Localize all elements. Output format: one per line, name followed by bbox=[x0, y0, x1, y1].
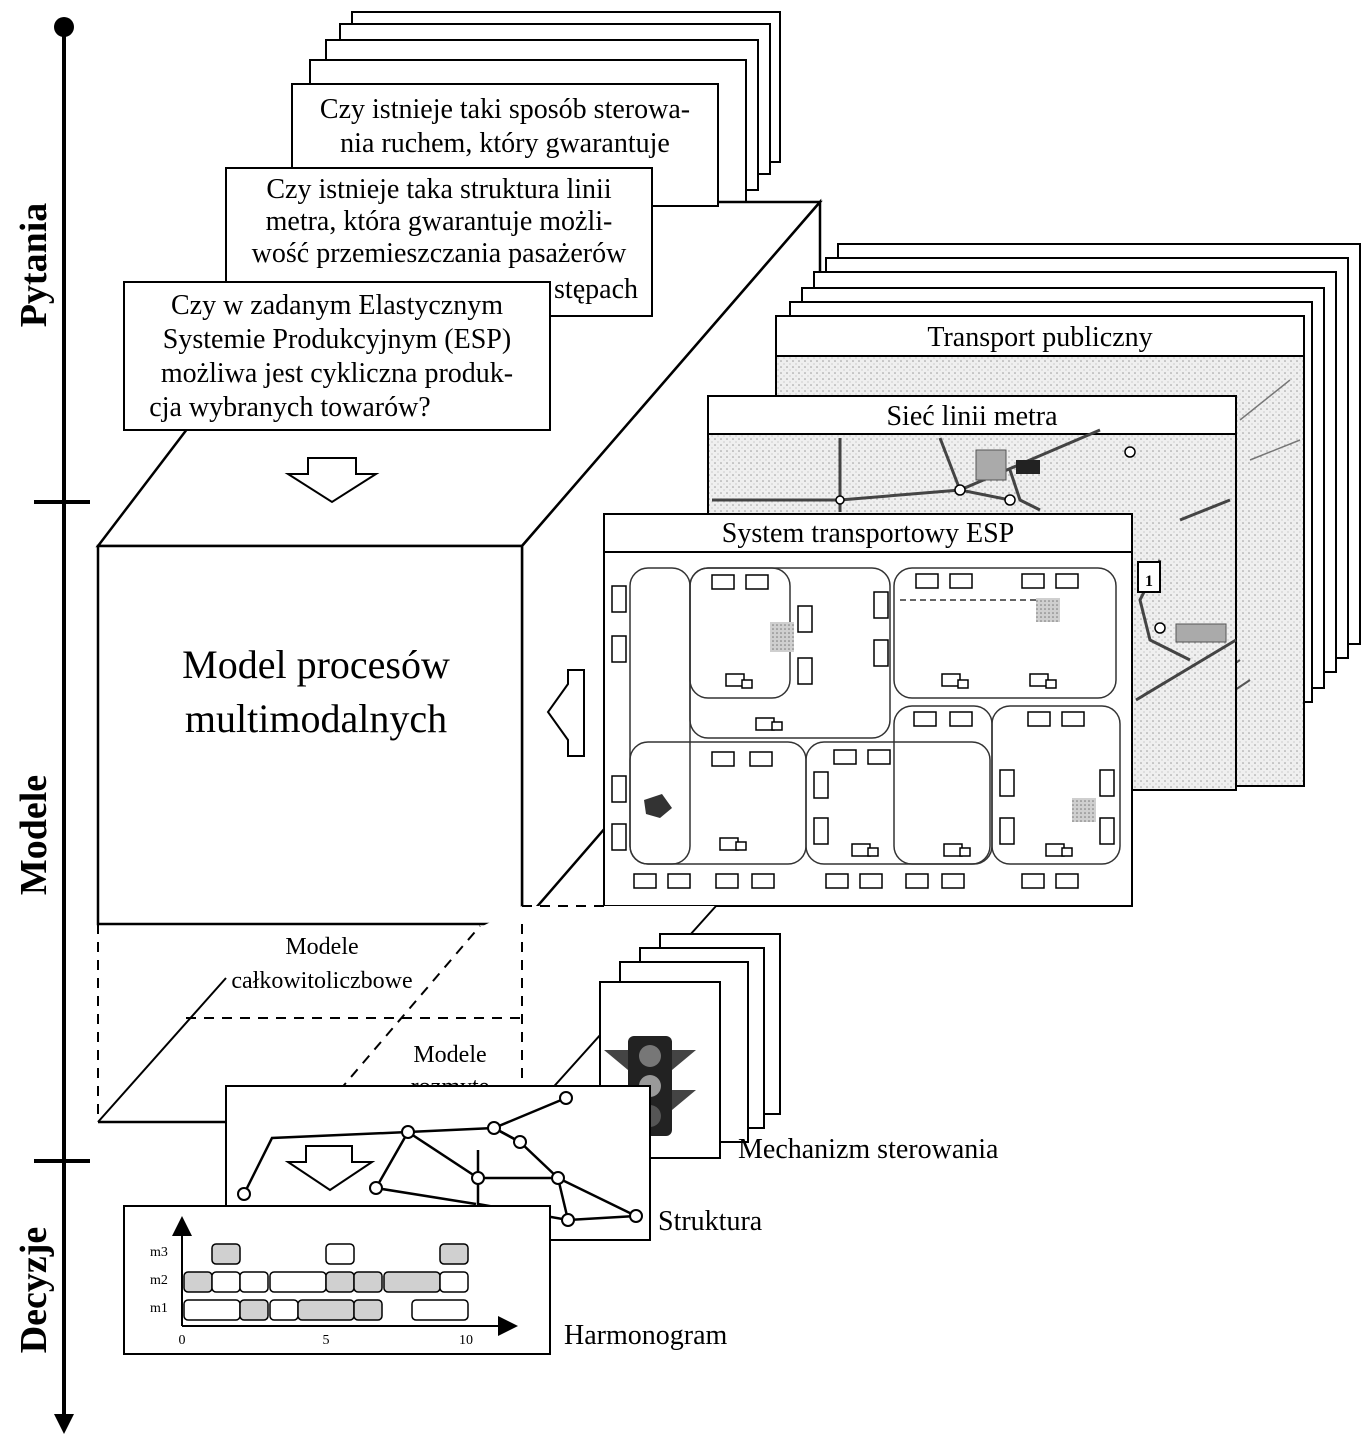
gantt-tick-0: 0 bbox=[179, 1333, 186, 1348]
question-box-3: Czy w zadanym Elastycznym Systemie Produ… bbox=[124, 282, 550, 430]
gantt-row-m2: m2 bbox=[150, 1273, 168, 1288]
model-title-line2: multimodalnych bbox=[185, 696, 447, 741]
fuzzy-models-line1: Modele bbox=[413, 1042, 486, 1068]
structure-label: Struktura bbox=[658, 1206, 763, 1237]
axis-label-pytania: Pytania bbox=[13, 203, 55, 328]
mechanism-stack: Mechanizm sterowania bbox=[600, 934, 999, 1165]
gantt-row-m3: m3 bbox=[150, 1245, 168, 1260]
question-2-line4: stępach bbox=[554, 274, 638, 305]
integer-models-line1: Modele bbox=[285, 934, 358, 960]
question-1-line1: Czy istnieje taki sposób sterowa- bbox=[320, 94, 690, 125]
gantt-row-m1: m1 bbox=[150, 1301, 168, 1316]
metro-line-marker: 1 bbox=[1145, 573, 1153, 590]
panel-transport-title: Transport publiczny bbox=[927, 322, 1152, 353]
question-3-line1: Czy w zadanym Elastycznym bbox=[171, 290, 503, 321]
question-1-line2: nia ruchem, który gwarantuje bbox=[340, 128, 670, 159]
axis-label-modele: Modele bbox=[13, 775, 55, 895]
question-3-line2: Systemie Produkcyjnym (ESP) bbox=[163, 324, 511, 355]
question-2-line3: wość przemieszczania pasażerów bbox=[252, 238, 627, 269]
gantt-tick-10: 10 bbox=[459, 1333, 473, 1348]
axis-arrow-icon bbox=[54, 1414, 74, 1434]
model-title-line1: Model procesów bbox=[182, 642, 450, 687]
question-3-line4: cja wybranych towarów? bbox=[149, 392, 430, 423]
mechanism-label: Mechanizm sterowania bbox=[738, 1134, 999, 1165]
panel-esp-title: System transportowy ESP bbox=[722, 518, 1014, 549]
gantt-tick-5: 5 bbox=[323, 1333, 330, 1348]
integer-models-line2: całkowitoliczbowe bbox=[231, 968, 412, 994]
question-2-line2: metra, która gwarantuje możli- bbox=[266, 206, 613, 237]
question-3-line3: możliwa jest cykliczna produk- bbox=[161, 358, 513, 389]
panel-metro-title: Sieć linii metra bbox=[886, 401, 1058, 432]
panel-esp: System transportowy ESP bbox=[604, 514, 1132, 906]
timeline-axis: Pytania Modele Decyzje bbox=[13, 17, 90, 1434]
schedule-label: Harmonogram bbox=[564, 1320, 728, 1351]
question-2-line1: Czy istnieje taka struktura linii bbox=[266, 174, 611, 205]
axis-label-decyzje: Decyzje bbox=[13, 1227, 55, 1354]
